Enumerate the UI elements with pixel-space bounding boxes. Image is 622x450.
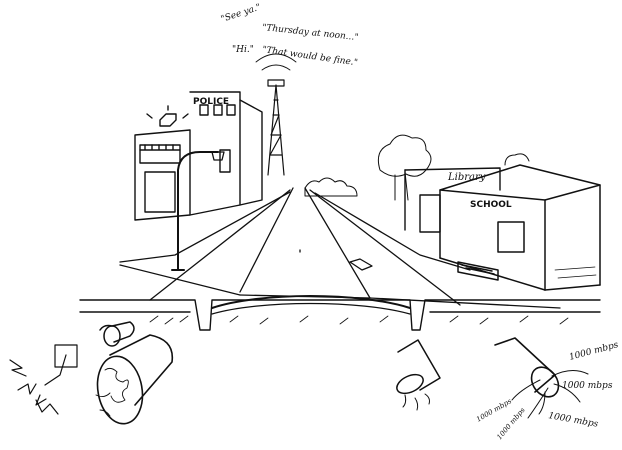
bandwidth-label-mid: 1000 mbps	[562, 381, 613, 391]
street-lamp	[171, 151, 225, 271]
police-sign: POLICE	[193, 97, 229, 107]
bandwidth-label-bottom-left: 1000 mbps	[475, 397, 513, 424]
large-pipe	[95, 334, 174, 425]
bandwidth-label-bottom-right: 1000 mbps	[547, 411, 599, 430]
school-building	[439, 164, 601, 291]
speech-see-ya: "See ya."	[220, 3, 262, 25]
trees	[304, 134, 530, 201]
police-building	[134, 91, 263, 221]
library-sign: Library	[447, 172, 486, 183]
radio-tower	[255, 53, 297, 176]
sparking-outlet	[9, 344, 78, 415]
speech-hi: "Hi."	[232, 45, 254, 55]
small-pipe-top	[99, 321, 135, 347]
trench	[79, 295, 601, 331]
speech-thursday-at-noon: "Thursday at noon..."	[262, 23, 359, 43]
school-sign: SCHOOL	[470, 200, 512, 210]
bandwidth-label-top: 1000 mbps	[568, 340, 620, 363]
fiber-pipe	[494, 337, 589, 419]
leaking-pipe	[396, 339, 441, 411]
